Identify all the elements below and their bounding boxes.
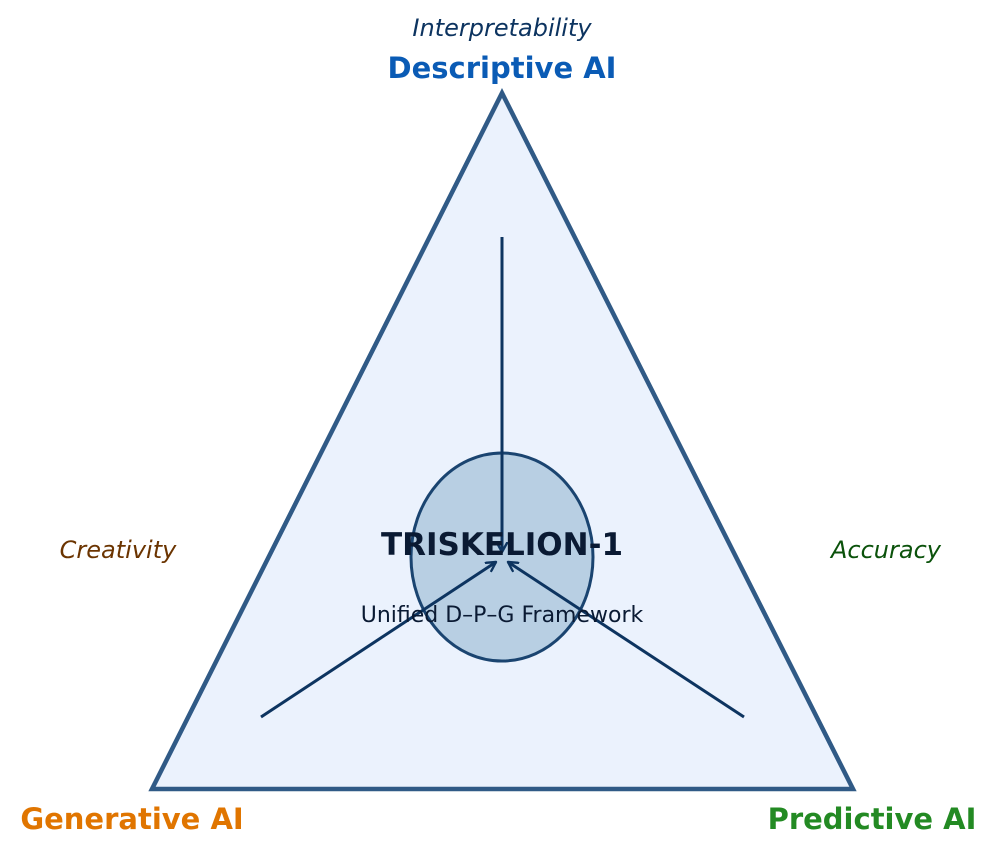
creativity-label: Creativity xyxy=(60,536,177,564)
predictive-ai-label: Predictive AI xyxy=(768,802,977,836)
hub-subtitle: Unified D–P–G Framework xyxy=(361,603,644,628)
accuracy-label: Accuracy xyxy=(829,536,942,564)
generative-ai-label: Generative AI xyxy=(20,802,243,836)
descriptive-ai-label: Descriptive AI xyxy=(388,51,617,85)
arrow-from-generative xyxy=(260,560,496,719)
arrow-from-predictive xyxy=(508,560,745,719)
hub-title: TRISKELION-1 xyxy=(381,527,623,563)
interpretability-label: Interpretability xyxy=(412,14,592,42)
